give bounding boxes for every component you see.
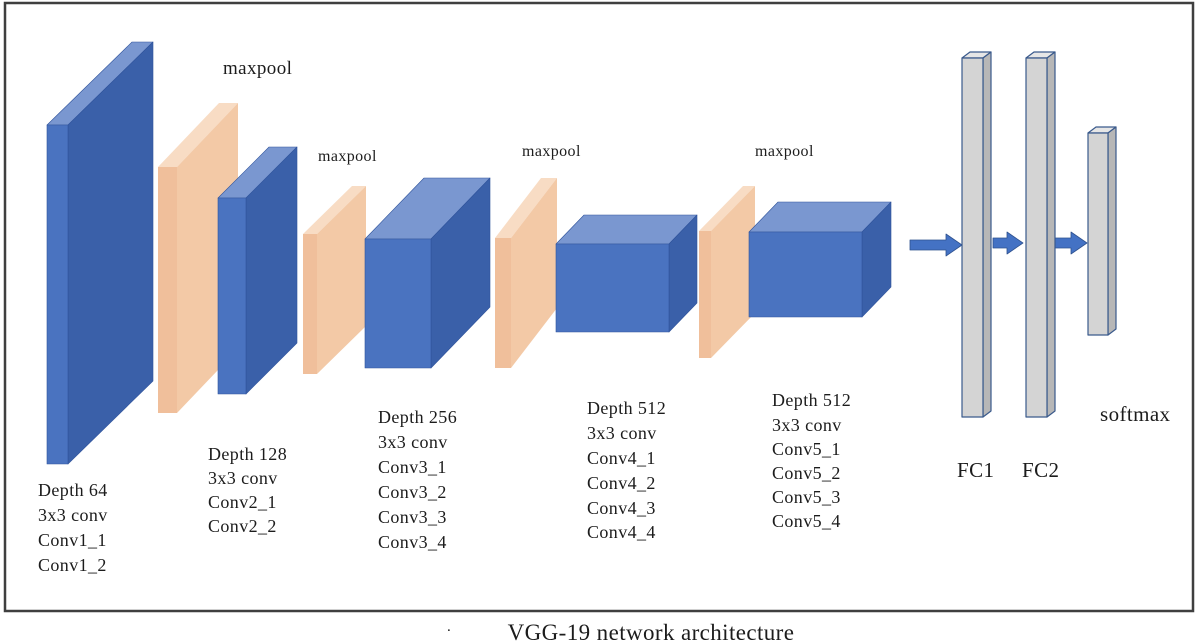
maxpool3-top-face — [495, 178, 557, 238]
arrow-fc2-to-softmax — [1052, 231, 1088, 255]
maxpool2-top-face — [303, 186, 366, 234]
conv4-label-line: Depth 512 — [587, 398, 666, 418]
maxpool4-front-face — [699, 231, 711, 358]
fc2-label: FC2 — [1022, 458, 1059, 482]
maxpool1-front-face — [158, 167, 177, 413]
conv3-label-line: Conv3_2 — [378, 482, 447, 502]
maxpool3-block — [495, 178, 557, 368]
maxpool2-label: maxpool — [318, 148, 377, 165]
conv1-block — [46, 41, 154, 465]
conv1-label-line: 3x3 conv — [38, 505, 108, 525]
conv3-front-face — [364, 238, 432, 369]
fc2-front-face — [1025, 57, 1048, 418]
maxpool1-label: maxpool — [223, 58, 292, 79]
conv3-label-line: Depth 256 — [378, 407, 457, 427]
conv5-block — [748, 201, 892, 318]
conv4-label-line: Conv4_1 — [587, 448, 656, 468]
conv5-label-line: Depth 512 — [772, 390, 851, 410]
fc2-bar — [1025, 51, 1056, 418]
arrow-right-icon — [909, 233, 963, 257]
maxpool3-label: maxpool — [522, 143, 581, 160]
maxpool2-side-face — [317, 186, 366, 374]
conv5-label-line: 3x3 conv — [772, 415, 842, 435]
conv2-label-line: 3x3 conv — [208, 468, 278, 488]
conv3-block — [364, 177, 491, 369]
maxpool4-label: maxpool — [755, 143, 814, 160]
softmax-front-face — [1087, 132, 1109, 336]
conv3-label-line: 3x3 conv — [378, 432, 448, 452]
conv5-label-block: Depth 512 3x3 conv Conv5_1 Conv5_2 Conv5… — [772, 390, 851, 531]
maxpool2-front-face — [303, 234, 317, 374]
conv4-front-face — [555, 243, 670, 333]
conv1-front-face — [46, 124, 69, 465]
fc2-side-face — [1046, 51, 1056, 418]
conv5-label-line: Conv5_2 — [772, 463, 841, 483]
conv4-label-line: Conv4_3 — [587, 498, 656, 518]
conv5-label-line: Conv5_3 — [772, 487, 841, 507]
arrow-right-icon — [992, 231, 1024, 255]
fc1-front-face — [961, 57, 984, 418]
caption-stray-dot: . — [447, 619, 451, 635]
maxpool2-block — [303, 186, 366, 374]
arrow-conv5-to-fc1 — [909, 233, 963, 257]
conv4-label-line: Conv4_2 — [587, 473, 656, 493]
conv5-label-line: Conv5_1 — [772, 439, 841, 459]
figure-border — [3, 1, 1195, 613]
conv4-label-line: 3x3 conv — [587, 423, 657, 443]
conv5-front-face — [748, 231, 863, 318]
conv1-label-line: Depth 64 — [38, 480, 108, 500]
conv3-label-block: Depth 256 3x3 conv Conv3_1 Conv3_2 Conv3… — [378, 407, 457, 552]
maxpool3-side-face — [511, 178, 557, 368]
conv5-label-line: Conv5_4 — [772, 511, 841, 531]
maxpool4-side-face — [711, 186, 755, 358]
conv2-block — [217, 146, 298, 395]
conv2-label-line: Depth 128 — [208, 444, 287, 464]
conv2-label-line: Conv2_2 — [208, 516, 277, 536]
arrow-fc1-to-fc2 — [992, 231, 1024, 255]
conv2-label-block: Depth 128 3x3 conv Conv2_1 Conv2_2 — [208, 444, 287, 536]
softmax-bar — [1087, 126, 1117, 336]
softmax-label: softmax — [1100, 402, 1171, 426]
conv3-label-line: Conv3_3 — [378, 507, 447, 527]
maxpool4-top-face — [699, 186, 755, 231]
fc1-side-face — [982, 51, 992, 418]
conv4-block — [555, 214, 698, 333]
conv2-label-line: Conv2_1 — [208, 492, 277, 512]
maxpool4-block — [699, 186, 755, 358]
arrow-right-icon — [1052, 231, 1088, 255]
maxpool3-front-face — [495, 238, 511, 368]
fc1-bar — [961, 51, 992, 418]
conv3-label-line: Conv3_1 — [378, 457, 447, 477]
conv2-front-face — [217, 197, 247, 395]
figure-caption: VGG-19 network architecture — [508, 620, 795, 644]
conv3-label-line: Conv3_4 — [378, 532, 447, 552]
conv1-label-block: Depth 64 3x3 conv Conv1_1 Conv1_2 — [38, 480, 108, 575]
softmax-side-face — [1107, 126, 1117, 336]
fc1-label: FC1 — [957, 458, 994, 482]
maxpool1-top-face — [158, 103, 238, 167]
conv4-label-line: Conv4_4 — [587, 522, 656, 542]
conv1-label-line: Conv1_1 — [38, 530, 107, 550]
conv1-label-line: Conv1_2 — [38, 555, 107, 575]
conv4-label-block: Depth 512 3x3 conv Conv4_1 Conv4_2 Conv4… — [587, 398, 666, 542]
